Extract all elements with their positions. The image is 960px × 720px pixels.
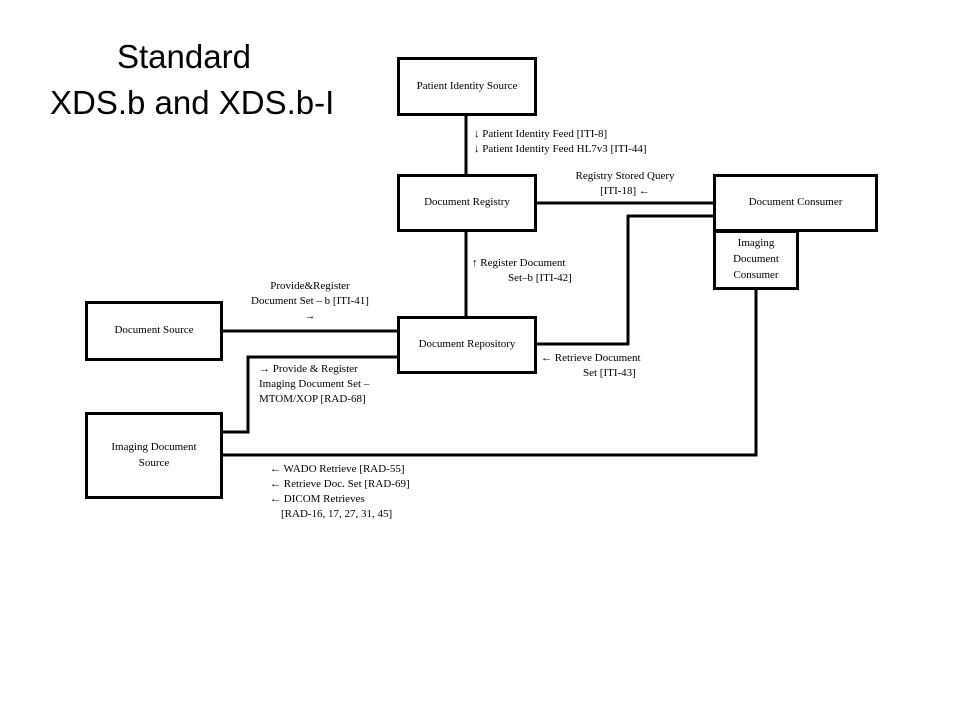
register-document-set-label: ↑ Register Document Set–b [ITI-42]: [472, 256, 572, 286]
provide-register-imaging-line-3: MTOM/XOP [RAD-68]: [259, 393, 366, 405]
imaging-retrieves-line-2: ← Retrieve Doc. Set [RAD-69]: [270, 478, 410, 490]
patient-identity-source-box: Patient Identity Source: [397, 57, 537, 116]
patient-identity-source-label: Patient Identity Source: [416, 79, 518, 92]
imaging-document-consumer-label-1: Imaging: [737, 237, 775, 250]
retrieve-document-set-line-2: Set [ITI-43]: [583, 367, 636, 379]
registry-stored-query-line-2: [ITI-18] ←: [600, 185, 650, 197]
provide-register-imaging-line-1: → Provide & Register: [259, 363, 358, 375]
provide-register-label: Provide&Register Document Set – b [ITI-4…: [230, 279, 390, 324]
document-consumer-box: Document Consumer: [713, 174, 878, 232]
register-document-set-line-1: ↑ Register Document: [472, 257, 566, 269]
provide-register-imaging-label: → Provide & Register Imaging Document Se…: [259, 362, 369, 407]
imaging-document-consumer-label-3: Consumer: [733, 268, 779, 281]
document-registry-label: Document Registry: [424, 196, 510, 209]
line-imaging-source-to-repository: [222, 355, 398, 434]
line-imaging-consumer-to-imaging-source: [222, 289, 758, 457]
imaging-document-source-label-2: Source: [138, 456, 170, 469]
retrieve-document-set-label: ← Retrieve Document Set [ITI-43]: [541, 351, 641, 381]
registry-stored-query-line-1: Registry Stored Query: [575, 170, 675, 182]
imaging-document-consumer-label-2: Document: [733, 253, 779, 266]
imaging-document-consumer-box: Imaging Document Consumer: [713, 230, 799, 290]
provide-register-line-1: Provide&Register: [270, 280, 350, 292]
imaging-retrieves-line-1: ← WADO Retrieve [RAD-55]: [270, 463, 405, 475]
document-registry-box: Document Registry: [397, 174, 537, 232]
document-source-label: Document Source: [114, 324, 194, 337]
register-document-set-line-2: Set–b [ITI-42]: [508, 272, 572, 284]
retrieve-document-set-line-1: ← Retrieve Document: [541, 352, 641, 364]
document-repository-box: Document Repository: [397, 316, 537, 374]
patient-identity-feed-hl7v3-label: ↓ Patient Identity Feed HL7v3 [ITI-44]: [474, 143, 647, 155]
imaging-retrieves-line-4: [RAD-16, 17, 27, 31, 45]: [270, 508, 393, 520]
page-title-line2: XDS.b and XDS.b-I: [50, 84, 335, 121]
document-consumer-label: Document Consumer: [748, 196, 843, 209]
document-repository-label: Document Repository: [418, 338, 516, 351]
imaging-retrieves-label: ← WADO Retrieve [RAD-55] ← Retrieve Doc.…: [270, 462, 410, 522]
imaging-retrieves-line-3: ← DICOM Retrieves: [270, 493, 365, 505]
provide-register-line-3: →: [304, 310, 316, 322]
page-title-line1: Standard: [117, 38, 251, 75]
registry-stored-query-label: Registry Stored Query [ITI-18] ←: [552, 169, 698, 199]
provide-register-line-2: Document Set – b [ITI-41]: [251, 295, 369, 307]
patient-identity-feed-label: ↓ Patient Identity Feed [ITI-8]: [474, 128, 608, 140]
provide-register-imaging-line-2: Imaging Document Set –: [259, 378, 370, 390]
imaging-document-source-label-1: Imaging Document: [111, 440, 197, 453]
imaging-document-source-box: Imaging Document Source: [85, 412, 223, 499]
line-consumer-to-repository: [536, 214, 715, 346]
document-source-box: Document Source: [85, 301, 223, 361]
